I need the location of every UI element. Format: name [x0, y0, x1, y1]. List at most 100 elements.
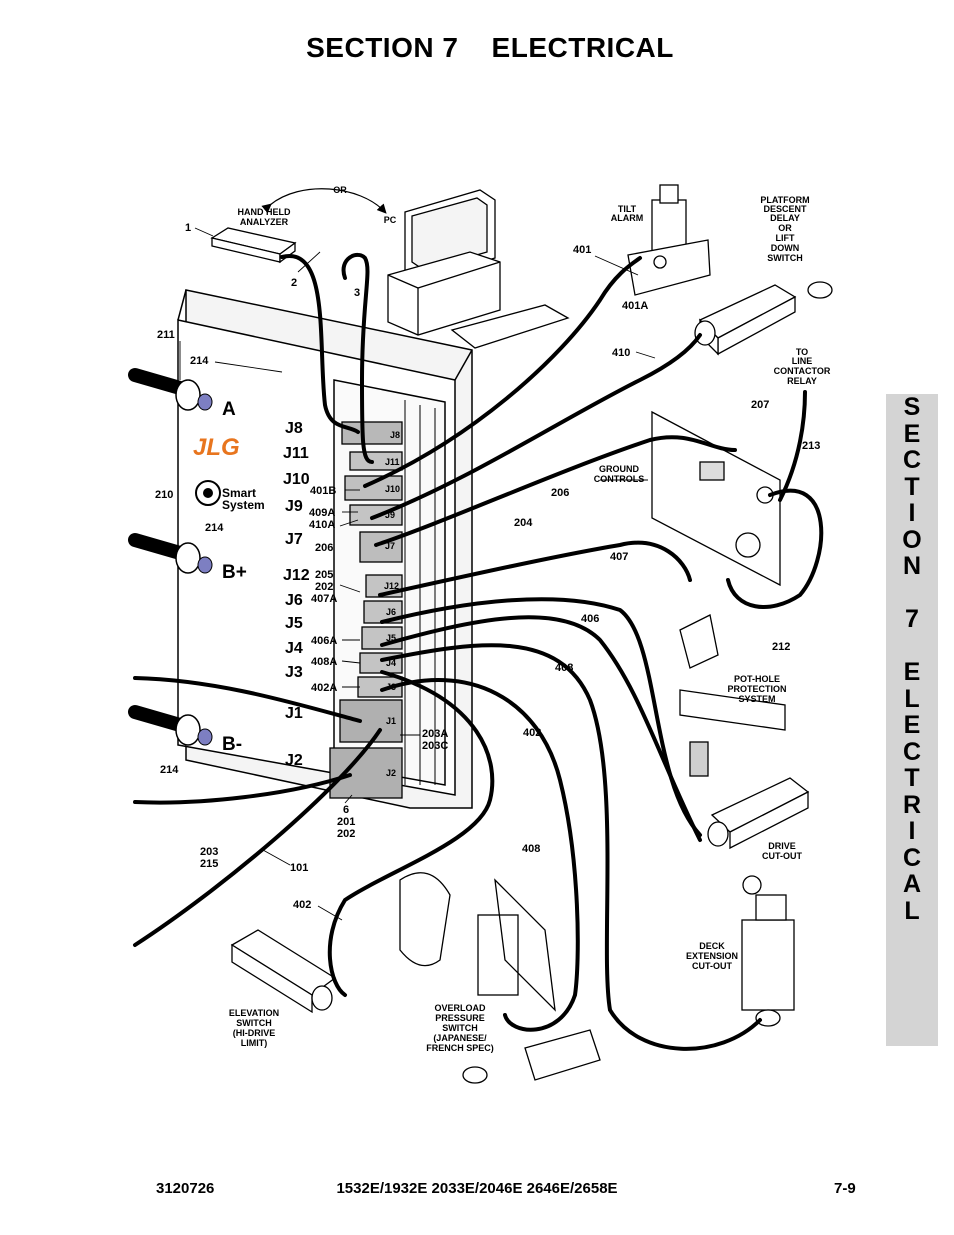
pc-computer	[387, 189, 570, 349]
pothole-label-2: PROTECTION	[727, 684, 786, 694]
jack-label-j3: J3	[285, 664, 303, 681]
callout-leaders	[177, 227, 656, 921]
jack-tag-j2: J2	[386, 768, 396, 778]
jack-label-j11: J11	[283, 445, 309, 462]
tab-letter: I	[908, 817, 916, 845]
jack-label-j7: J7	[285, 531, 303, 548]
elevation-label-3: (HI-DRIVE	[233, 1028, 276, 1038]
callout-401a: 401A	[622, 300, 648, 312]
jack-label-j12: J12	[283, 567, 310, 584]
smart-logo-line2: System	[222, 498, 265, 512]
terminal-a-label: A	[222, 399, 236, 420]
callout-402-b: 402	[293, 899, 311, 911]
callout-206-b: 206	[315, 542, 333, 554]
callout-3: 3	[354, 287, 360, 299]
overload-label-4: (JAPANESE/	[433, 1033, 487, 1043]
deck-extension-switch	[741, 875, 795, 1027]
callout-408a: 408A	[311, 656, 337, 668]
footer-doc-number: 3120726	[156, 1180, 215, 1197]
callout-401b: 401B	[310, 485, 336, 497]
to-line-label-3: CONTACTOR	[774, 366, 831, 376]
tab-letter: 7	[905, 605, 919, 633]
callout-203: 203	[200, 846, 218, 858]
overload-label-1: OVERLOAD	[434, 1003, 486, 1013]
drive-label-1: DRIVE	[768, 841, 796, 851]
callout-101: 101	[290, 862, 308, 874]
tab-letter: S	[903, 393, 921, 421]
tab-letter: C	[902, 843, 922, 872]
callout-408: 408	[555, 662, 573, 674]
drive-label-2: CUT-OUT	[762, 851, 802, 861]
callout-202: 202	[315, 581, 333, 593]
callout-205: 205	[315, 569, 333, 581]
wiring-harness	[133, 252, 824, 1051]
callout-206: 206	[551, 487, 569, 499]
footer-page-number: 7-9	[834, 1180, 856, 1197]
jack-tag-j4: J4	[386, 658, 396, 668]
callout-214-mid: 214	[205, 522, 224, 534]
jack-label-j4: J4	[285, 640, 303, 657]
callout-406a: 406A	[311, 635, 337, 647]
deck-label-2: EXTENSION	[686, 951, 738, 961]
callout-213: 213	[802, 440, 820, 452]
to-line-label-2: LINE	[792, 356, 813, 366]
terminal-bminus-label: B-	[222, 734, 242, 755]
descent-delay-switch	[694, 281, 833, 356]
smart-system-logo	[195, 480, 221, 506]
elevation-label-1: ELEVATION	[229, 1008, 279, 1018]
tab-letter: C	[902, 446, 922, 474]
callout-212: 212	[772, 641, 790, 653]
section-title: SECTION 7 ELECTRICAL	[306, 32, 674, 63]
jack-label-j1: J1	[285, 705, 303, 722]
callout-6: 6	[343, 804, 349, 816]
platform-label-3: DELAY	[770, 213, 800, 223]
jack-tag-j8: J8	[390, 430, 400, 440]
jack-tag-j12: J12	[384, 581, 399, 591]
jlg-logo: JLG	[193, 434, 240, 461]
elevation-label-2: SWITCH	[236, 1018, 272, 1028]
platform-label-6: DOWN	[771, 243, 800, 253]
ground-controls-panel	[651, 410, 781, 587]
elevation-switch	[230, 929, 337, 1014]
pothole-protection-system	[679, 614, 786, 777]
callout-410: 410	[612, 347, 630, 359]
jack-label-j9: J9	[285, 498, 303, 515]
platform-label-7: SWITCH	[767, 253, 803, 263]
ground-controls-label-2: CONTROLS	[594, 474, 645, 484]
footer-models: 1532E/1932E 2033E/2046E 2646E/2658E	[336, 1180, 618, 1197]
tab-letter: T	[904, 472, 920, 501]
jack-tag-j11: J11	[385, 457, 400, 467]
callout-210: 210	[155, 489, 173, 501]
jack-tag-j7: J7	[385, 541, 395, 551]
callout-410a: 410A	[309, 519, 335, 531]
callout-211: 211	[157, 329, 175, 341]
hand-held-label-1: HAND HELD	[238, 207, 291, 217]
elevation-label-4: LIMIT)	[241, 1038, 268, 1048]
jack-tag-j10: J10	[385, 484, 400, 494]
jack-label-j10: J10	[283, 471, 310, 488]
to-line-label-4: RELAY	[787, 376, 817, 386]
or-label: OR	[333, 185, 347, 195]
jack-tag-j1: J1	[386, 716, 396, 726]
jack-label-j8: J8	[285, 420, 303, 437]
tab-letter: L	[904, 896, 920, 925]
smart-logo-line1: Smart	[222, 486, 256, 500]
callout-215: 215	[200, 858, 218, 870]
overload-pressure-switch	[399, 872, 601, 1084]
callout-402: 402	[523, 727, 541, 739]
pothole-label-3: SYSTEM	[738, 694, 775, 704]
callout-407a: 407A	[311, 593, 337, 605]
tab-letter: N	[902, 552, 922, 580]
hand-held-analyzer	[210, 227, 297, 264]
tilt-label-2: ALARM	[611, 213, 644, 223]
callout-401: 401	[573, 244, 591, 256]
tab-letter: R	[902, 790, 922, 819]
callout-406: 406	[581, 613, 599, 625]
platform-label-5: LIFT	[776, 233, 795, 243]
tab-letter: E	[903, 711, 921, 739]
terminal-studs	[128, 368, 213, 746]
tab-letter: E	[903, 658, 921, 686]
tilt-alarm	[627, 184, 711, 296]
jack-label-j6: J6	[285, 592, 303, 609]
